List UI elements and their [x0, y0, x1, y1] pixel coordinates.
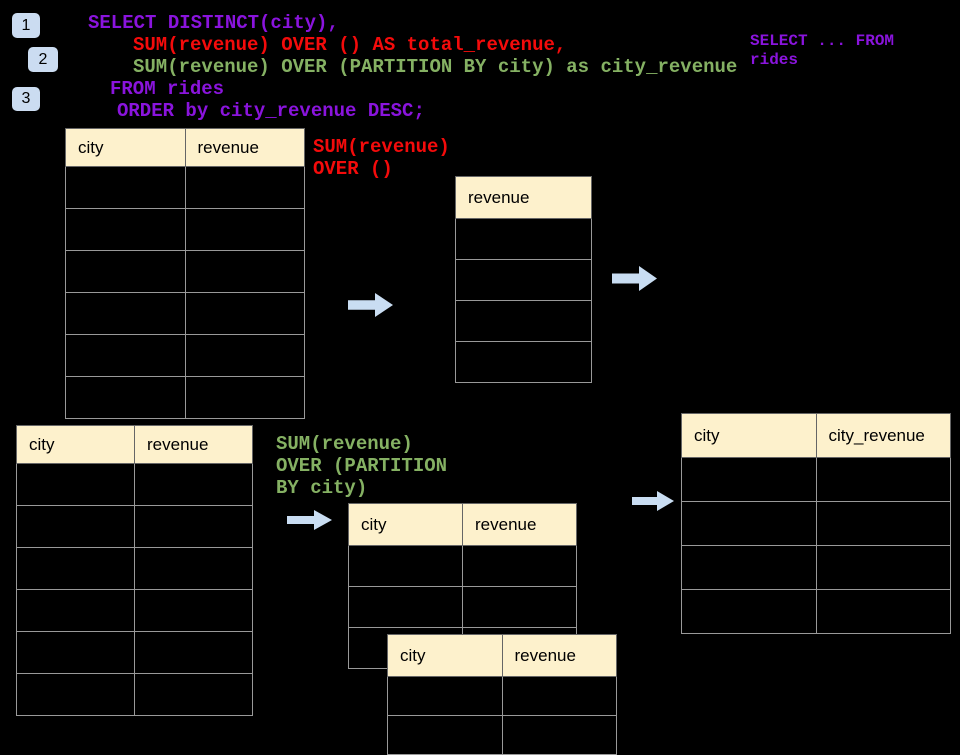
empty-cell — [815, 589, 951, 634]
empty-cell — [65, 376, 186, 419]
flow-arrow-to-partition-step — [287, 510, 332, 530]
empty-cell — [16, 673, 135, 716]
step-badge-2: 2 — [28, 47, 58, 72]
empty-cell — [184, 208, 305, 251]
column-header-revenue: revenue — [462, 503, 577, 546]
sql-line-order-by: ORDER by city_revenue DESC; — [117, 100, 425, 122]
empty-cell — [184, 292, 305, 335]
sql-line-select: SELECT DISTINCT(city), — [88, 12, 339, 34]
column-header-city: city — [65, 128, 186, 167]
empty-cell — [65, 208, 186, 251]
empty-cell — [387, 676, 503, 716]
flow-arrow-from-total-result — [612, 266, 657, 291]
empty-cell — [134, 673, 253, 716]
column-header-city: city — [387, 634, 503, 677]
empty-cell — [184, 376, 305, 419]
empty-cell — [815, 501, 951, 546]
empty-cell — [16, 589, 135, 632]
empty-cell — [462, 545, 577, 587]
empty-cell — [65, 166, 186, 209]
empty-cell — [134, 547, 253, 590]
empty-cell — [501, 676, 617, 716]
empty-cell — [681, 457, 817, 502]
step-badge-3: 3 — [12, 87, 40, 111]
label-total-line2: OVER () — [313, 158, 393, 180]
column-header-revenue: revenue — [455, 176, 592, 219]
empty-cell — [16, 463, 135, 506]
empty-cell — [134, 631, 253, 674]
sql-snippet-line2: rides — [750, 51, 799, 69]
column-header-city_revenue: city_revenue — [815, 413, 951, 458]
label-partition-line1: SUM(revenue) — [276, 433, 413, 455]
flow-arrow-to-final-result — [632, 491, 674, 511]
step-badge-1: 1 — [12, 13, 40, 38]
empty-cell — [501, 715, 617, 755]
empty-cell — [348, 545, 463, 587]
empty-cell — [681, 545, 817, 590]
empty-cell — [134, 463, 253, 506]
empty-cell — [184, 250, 305, 293]
empty-cell — [134, 589, 253, 632]
empty-cell — [455, 218, 592, 260]
label-partition-line3: BY city) — [276, 477, 368, 499]
empty-cell — [134, 505, 253, 548]
empty-cell — [681, 589, 817, 634]
sql-snippet-select-from-rides: SELECT ... FROM rides — [750, 32, 894, 70]
column-header-revenue: revenue — [501, 634, 617, 677]
label-sum-over-partition: SUM(revenue) OVER (PARTITION BY city) — [276, 433, 447, 499]
sql-line-city-revenue: SUM(revenue) OVER (PARTITION BY city) as… — [133, 56, 738, 78]
empty-cell — [455, 341, 592, 383]
empty-cell — [681, 501, 817, 546]
empty-cell — [65, 292, 186, 335]
label-partition-line2: OVER (PARTITION — [276, 455, 448, 477]
empty-cell — [815, 457, 951, 502]
empty-cell — [65, 250, 186, 293]
empty-cell — [184, 166, 305, 209]
sql-line-from: FROM rides — [110, 78, 225, 100]
label-sum-over-total: SUM(revenue) OVER () — [313, 136, 450, 180]
empty-cell — [16, 547, 135, 590]
empty-cell — [184, 334, 305, 377]
column-header-city: city — [681, 413, 817, 458]
empty-cell — [16, 631, 135, 674]
empty-cell — [16, 505, 135, 548]
empty-cell — [65, 334, 186, 377]
column-header-city: city — [16, 425, 135, 464]
empty-cell — [348, 586, 463, 628]
sql-line-total-revenue: SUM(revenue) OVER () AS total_revenue, — [133, 34, 567, 56]
column-header-revenue: revenue — [184, 128, 305, 167]
empty-cell — [462, 586, 577, 628]
table-total-revenue-result: revenue — [455, 176, 592, 383]
empty-cell — [387, 715, 503, 755]
empty-cell — [815, 545, 951, 590]
empty-cell — [455, 259, 592, 301]
flow-arrow-to-total-result — [348, 293, 393, 317]
label-total-line1: SUM(revenue) — [313, 136, 450, 158]
column-header-city: city — [348, 503, 463, 546]
column-header-revenue: revenue — [134, 425, 253, 464]
empty-cell — [455, 300, 592, 342]
sql-snippet-line1: SELECT ... FROM — [750, 32, 895, 50]
